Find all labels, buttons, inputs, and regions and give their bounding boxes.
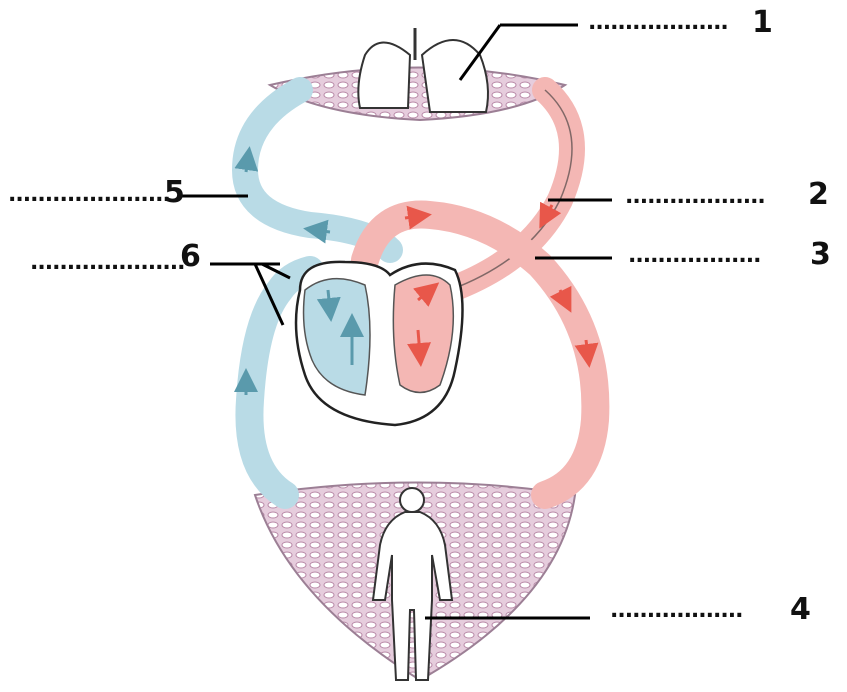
- label-4: 4: [790, 595, 811, 625]
- blank-1: ...................: [588, 12, 728, 34]
- label-6: 6: [180, 242, 201, 272]
- blank-2: ...................: [625, 186, 765, 208]
- blank-3: ..................: [628, 245, 760, 267]
- label-1: 1: [752, 8, 773, 38]
- label-3: 3: [810, 240, 831, 270]
- label-2: 2: [808, 180, 829, 210]
- label-5: 5: [164, 178, 185, 208]
- blank-5: ......................: [8, 184, 170, 206]
- blank-6: .....................: [30, 252, 185, 274]
- heart-icon: [296, 262, 463, 425]
- blank-4: ..................: [610, 600, 742, 622]
- pulmonary-capillary-bed: [270, 68, 565, 121]
